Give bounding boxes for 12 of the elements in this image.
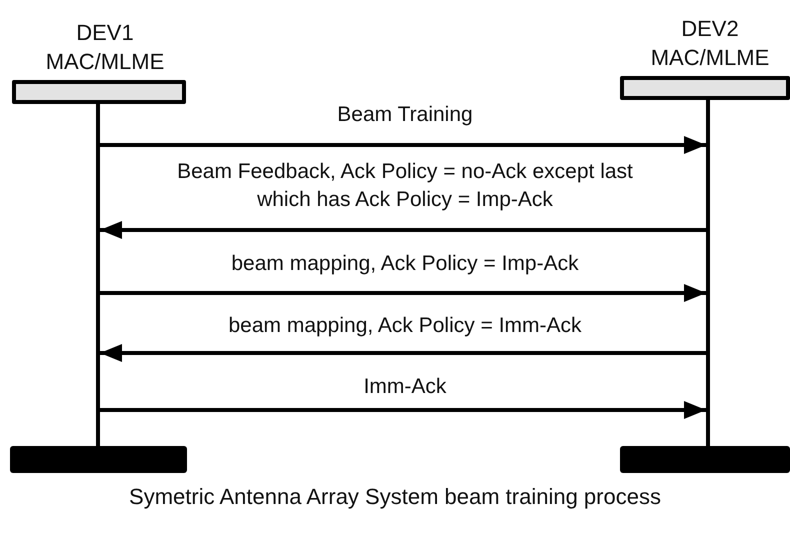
lifeline	[96, 104, 100, 446]
message-arrow	[100, 136, 706, 154]
lifeline-end-bar	[620, 446, 790, 473]
lifeline	[706, 100, 710, 446]
message-arrow	[100, 401, 706, 419]
message-arrow	[100, 344, 706, 362]
participant-label: DEV2 MAC/MLME	[650, 15, 770, 72]
caption: Symetric Antenna Array System beam training process	[128, 483, 662, 511]
message-arrow	[100, 221, 706, 239]
participant-label: DEV1 MAC/MLME	[44, 19, 166, 76]
lifeline-end-bar	[10, 446, 187, 473]
message-arrow	[100, 284, 706, 302]
